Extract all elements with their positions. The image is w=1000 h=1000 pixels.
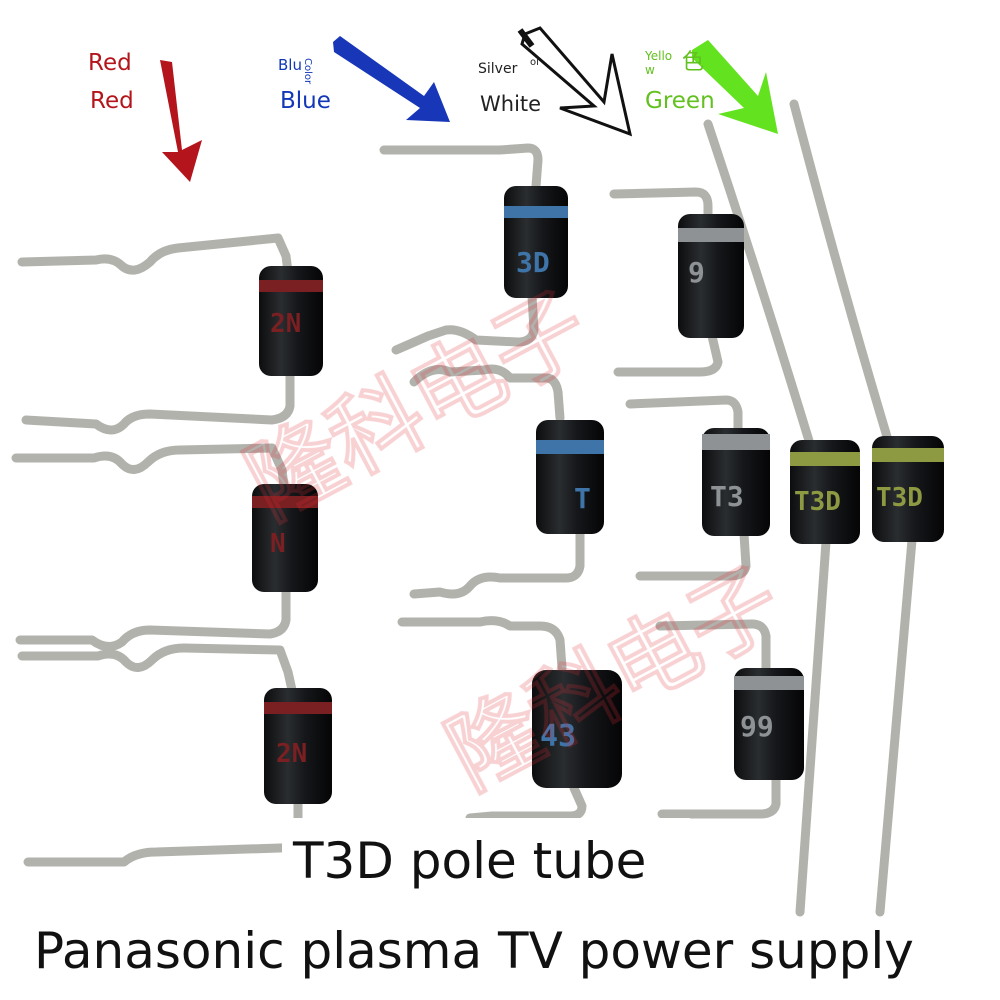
diode-red-3: 2N: [264, 688, 332, 804]
label-yellow-cjk: 色: [682, 50, 705, 75]
label-silver-small: Silver: [478, 61, 518, 77]
diode-red-2-marking: N: [270, 529, 286, 559]
diode-red-2: N: [252, 484, 318, 592]
diode-blue-1-marking: 3D: [516, 246, 550, 279]
diode-silver-3-marking: 99: [740, 710, 774, 743]
caption-title: T3D pole tube: [293, 832, 647, 890]
label-blue-suffix: Color: [302, 58, 313, 85]
label-red-bottom: Red: [90, 88, 134, 114]
label-white-main: White: [480, 92, 542, 116]
diode-red-1-marking: 2N: [270, 309, 301, 339]
diode-blue-2-marking: T: [574, 482, 591, 515]
diode-blue-2: T: [536, 420, 604, 534]
diode-silver-3: 99: [734, 668, 804, 780]
label-silver-suffix: ol: [530, 57, 539, 68]
diode-red-1: 2N: [259, 266, 323, 376]
diode-silver-1-marking: 9: [688, 256, 705, 289]
label-yellow-small-2: w: [645, 63, 655, 77]
diode-silver-2: T3: [702, 428, 770, 536]
diode-blue-1: 3D: [504, 186, 568, 298]
caption-subtitle: Panasonic plasma TV power supply: [34, 922, 914, 980]
label-blue-main: Blue: [280, 88, 331, 114]
white-arrow: [517, 26, 633, 137]
diode-red-3-marking: 2N: [276, 739, 307, 769]
label-red-top: Red: [88, 50, 132, 76]
label-blue-small: Blu: [278, 56, 302, 74]
red-arrow: [160, 60, 202, 182]
diode-green-1: T3D: [790, 440, 860, 544]
caption-box: [282, 818, 690, 910]
diode-blue-3-marking: 43: [540, 719, 576, 754]
diode-green-2-marking: T3D: [876, 483, 923, 513]
label-yellow-small-1: Yello: [645, 49, 673, 63]
green-arrow: [692, 40, 778, 134]
diode-blue-3: 43: [532, 670, 622, 788]
diode-silver-1: 9: [678, 214, 744, 338]
diode-green-1-marking: T3D: [794, 487, 841, 517]
diode-leads: [11, 99, 917, 917]
diode-green-2: T3D: [872, 436, 944, 542]
diode-silver-2-marking: T3: [710, 480, 744, 513]
label-green-main: Green: [645, 88, 715, 114]
blue-arrow: [333, 36, 450, 122]
